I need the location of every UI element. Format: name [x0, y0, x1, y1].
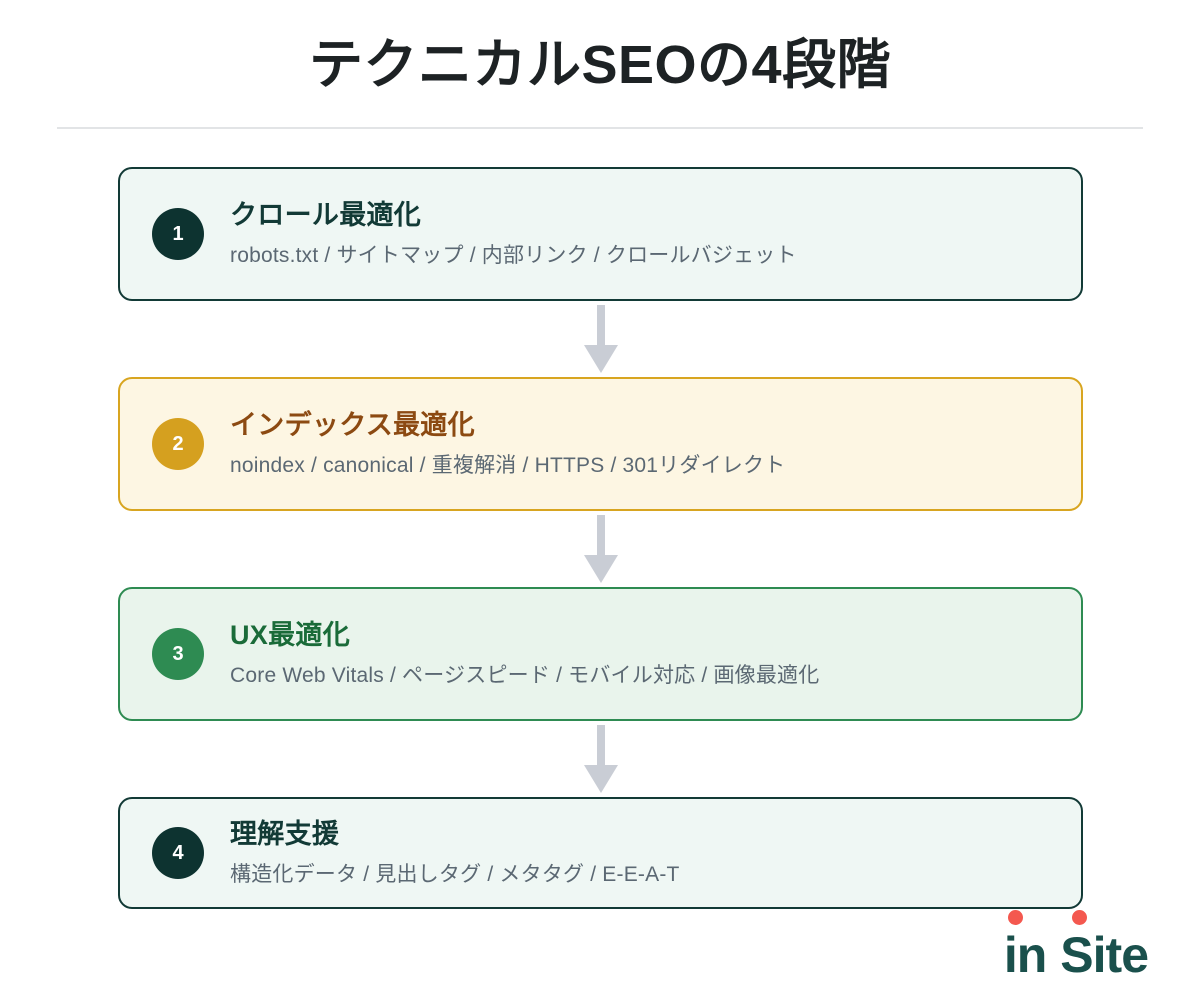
connector-arrow-3 [118, 721, 1083, 797]
step-number-badge-1: 1 [152, 208, 204, 260]
step-number-badge-4: 4 [152, 827, 204, 879]
step-text-2: インデックス最適化 noindex / canonical / 重複解消 / H… [230, 409, 785, 479]
logo-dot-i-icon [1007, 910, 1023, 925]
step-text-1: クロール最適化 robots.txt / サイトマップ / 内部リンク / クロ… [230, 199, 797, 269]
step-detail-4: 構造化データ / 見出しタグ / メタタグ / E-E-A-T [230, 862, 680, 886]
step-card-2[interactable]: 2 インデックス最適化 noindex / canonical / 重複解消 /… [118, 377, 1083, 511]
step-number-badge-2: 2 [152, 418, 204, 470]
connector-arrow-1 [118, 301, 1083, 377]
step-flow: 1 クロール最適化 robots.txt / サイトマップ / 内部リンク / … [118, 167, 1083, 909]
step-heading-2: インデックス最適化 [230, 409, 475, 440]
title-divider [57, 127, 1143, 129]
step-number-badge-3: 3 [152, 628, 204, 680]
step-detail-3: Core Web Vitals / ページスピード / モバイル対応 / 画像最… [230, 663, 820, 687]
arrow-down-icon-head-3 [583, 765, 618, 793]
logo-text-in: in [1003, 927, 1047, 983]
logo-dot-s-icon [1072, 910, 1088, 925]
step-text-4: 理解支援 構造化データ / 見出しタグ / メタタグ / E-E-A-T [230, 818, 680, 888]
arrow-down-icon-shaft-3 [596, 725, 605, 767]
arrow-down-icon-shaft-1 [596, 305, 605, 347]
step-text-3: UX最適化 Core Web Vitals / ページスピード / モバイル対応… [230, 619, 819, 689]
logo-text-site: Site [1060, 927, 1149, 983]
page-title: テクニカルSEOの4段階 [308, 35, 892, 95]
logo-word-site: Site [1060, 910, 1149, 983]
arrow-down-icon-shaft-2 [596, 515, 605, 557]
step-card-1[interactable]: 1 クロール最適化 robots.txt / サイトマップ / 内部リンク / … [118, 167, 1083, 301]
step-heading-3: UX最適化 [230, 619, 351, 650]
step-detail-1: robots.txt / サイトマップ / 内部リンク / クロールバジェット [230, 243, 797, 267]
connector-arrow-2 [118, 511, 1083, 587]
arrow-down-icon-head-2 [583, 555, 618, 583]
step-detail-2: noindex / canonical / 重複解消 / HTTPS / 301… [230, 453, 786, 477]
step-heading-4: 理解支援 [230, 818, 340, 849]
step-card-4[interactable]: 4 理解支援 構造化データ / 見出しタグ / メタタグ / E-E-A-T [118, 797, 1083, 909]
arrow-down-icon-head-1 [583, 345, 618, 373]
step-heading-1: クロール最適化 [230, 199, 422, 230]
step-card-3[interactable]: 3 UX最適化 Core Web Vitals / ページスピード / モバイル… [118, 587, 1083, 721]
logo-word-in: in [1003, 910, 1047, 983]
brand-logo: in Site [1003, 908, 1149, 983]
